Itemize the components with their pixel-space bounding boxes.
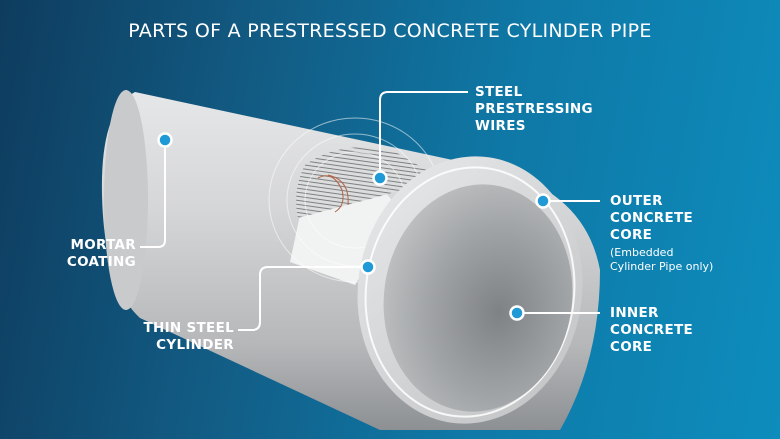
label-line: OUTER <box>610 193 663 209</box>
pipe-bore <box>383 184 573 412</box>
label-line: THIN STEEL <box>143 320 234 336</box>
label-line: CONCRETE <box>610 322 694 338</box>
wires-callout-dot <box>372 170 388 186</box>
label-line: STEEL <box>475 84 523 100</box>
label-line: WIRES <box>475 118 526 134</box>
pipe-far-end <box>104 90 148 310</box>
wire-wrap <box>296 147 440 218</box>
label-line: PRESTRESSING <box>475 101 593 117</box>
note-line: (Embedded <box>610 246 674 259</box>
page-title: PARTS OF A PRESTRESSED CONCRETE CYLINDER… <box>128 20 652 42</box>
outer-core-note: (Embedded Cylinder Pipe only) <box>610 246 713 274</box>
label-line: COATING <box>66 254 136 270</box>
label-line: CONCRETE <box>610 210 694 226</box>
outer-core-label: OUTER CONCRETE CORE (Embedded Cylinder P… <box>610 193 713 274</box>
mortar-label: MORTAR COATING <box>40 237 136 271</box>
steel-cylinder-strip <box>290 192 400 285</box>
label-line: MORTAR <box>70 237 136 253</box>
mortar-callout-dot <box>157 132 173 148</box>
note-line: Cylinder Pipe only) <box>610 260 714 273</box>
outer-core-callout-dot <box>535 193 551 209</box>
label-line: INNER <box>610 305 659 321</box>
thin-steel-label: THIN STEEL CYLINDER <box>110 320 234 354</box>
steel-cylinder-callout-dot <box>360 259 376 275</box>
label-line: CORE <box>610 339 653 355</box>
label-line: CYLINDER <box>156 337 234 353</box>
steel-wires-label: STEEL PRESTRESSING WIRES <box>475 84 593 135</box>
label-line: CORE <box>610 227 653 243</box>
inner-core-callout-dot <box>509 305 525 321</box>
inner-core-label: INNER CONCRETE CORE <box>610 305 693 356</box>
leader-lines <box>140 91 600 331</box>
